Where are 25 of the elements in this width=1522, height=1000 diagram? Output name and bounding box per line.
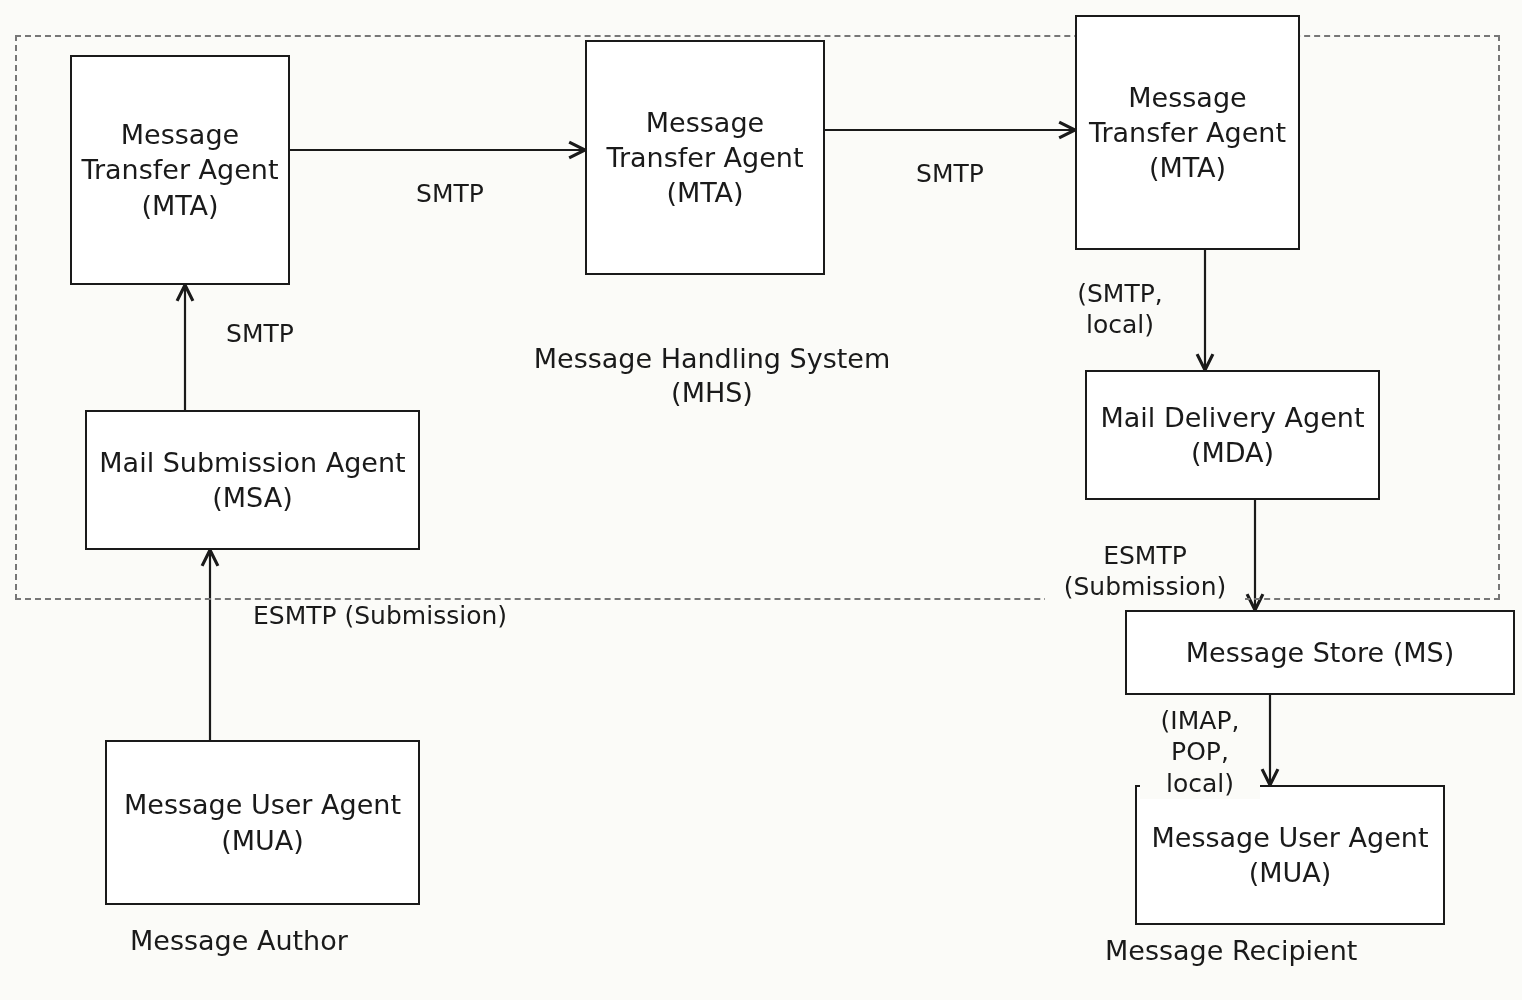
role-caption: Message Author: [130, 925, 348, 956]
agent-label: Message Store (MS): [1184, 635, 1456, 670]
arrow: [290, 140, 587, 160]
agent-box: [1125, 610, 1515, 695]
agent-label: Message User Agent (MUA): [1150, 820, 1430, 890]
agent-label: Message Transfer Agent (MTA): [1087, 80, 1288, 186]
agent-label: Mail Delivery Agent (MDA): [1099, 400, 1366, 470]
agent-box: [105, 740, 420, 905]
agent-box: [85, 410, 420, 550]
arrow: [1195, 250, 1215, 372]
arrow: [1245, 500, 1265, 612]
agent-label: Mail Submission Agent (MSA): [98, 445, 407, 515]
agent-label: Message Transfer Agent (MTA): [605, 105, 805, 211]
agent-box: [1085, 370, 1380, 500]
role-caption: Message Recipient: [1105, 935, 1358, 966]
agent-box: [1075, 15, 1300, 250]
agent-box: [585, 40, 825, 275]
agent-label: Message User Agent (MUA): [123, 788, 402, 858]
region-label: Message Handling System (MHS): [532, 342, 892, 410]
arrow: [175, 283, 195, 410]
arrow: [1260, 695, 1280, 787]
arrow: [825, 120, 1077, 140]
agent-label: Message Transfer Agent (MTA): [80, 118, 280, 223]
agent-box: [70, 55, 290, 285]
arrow: [200, 548, 220, 740]
